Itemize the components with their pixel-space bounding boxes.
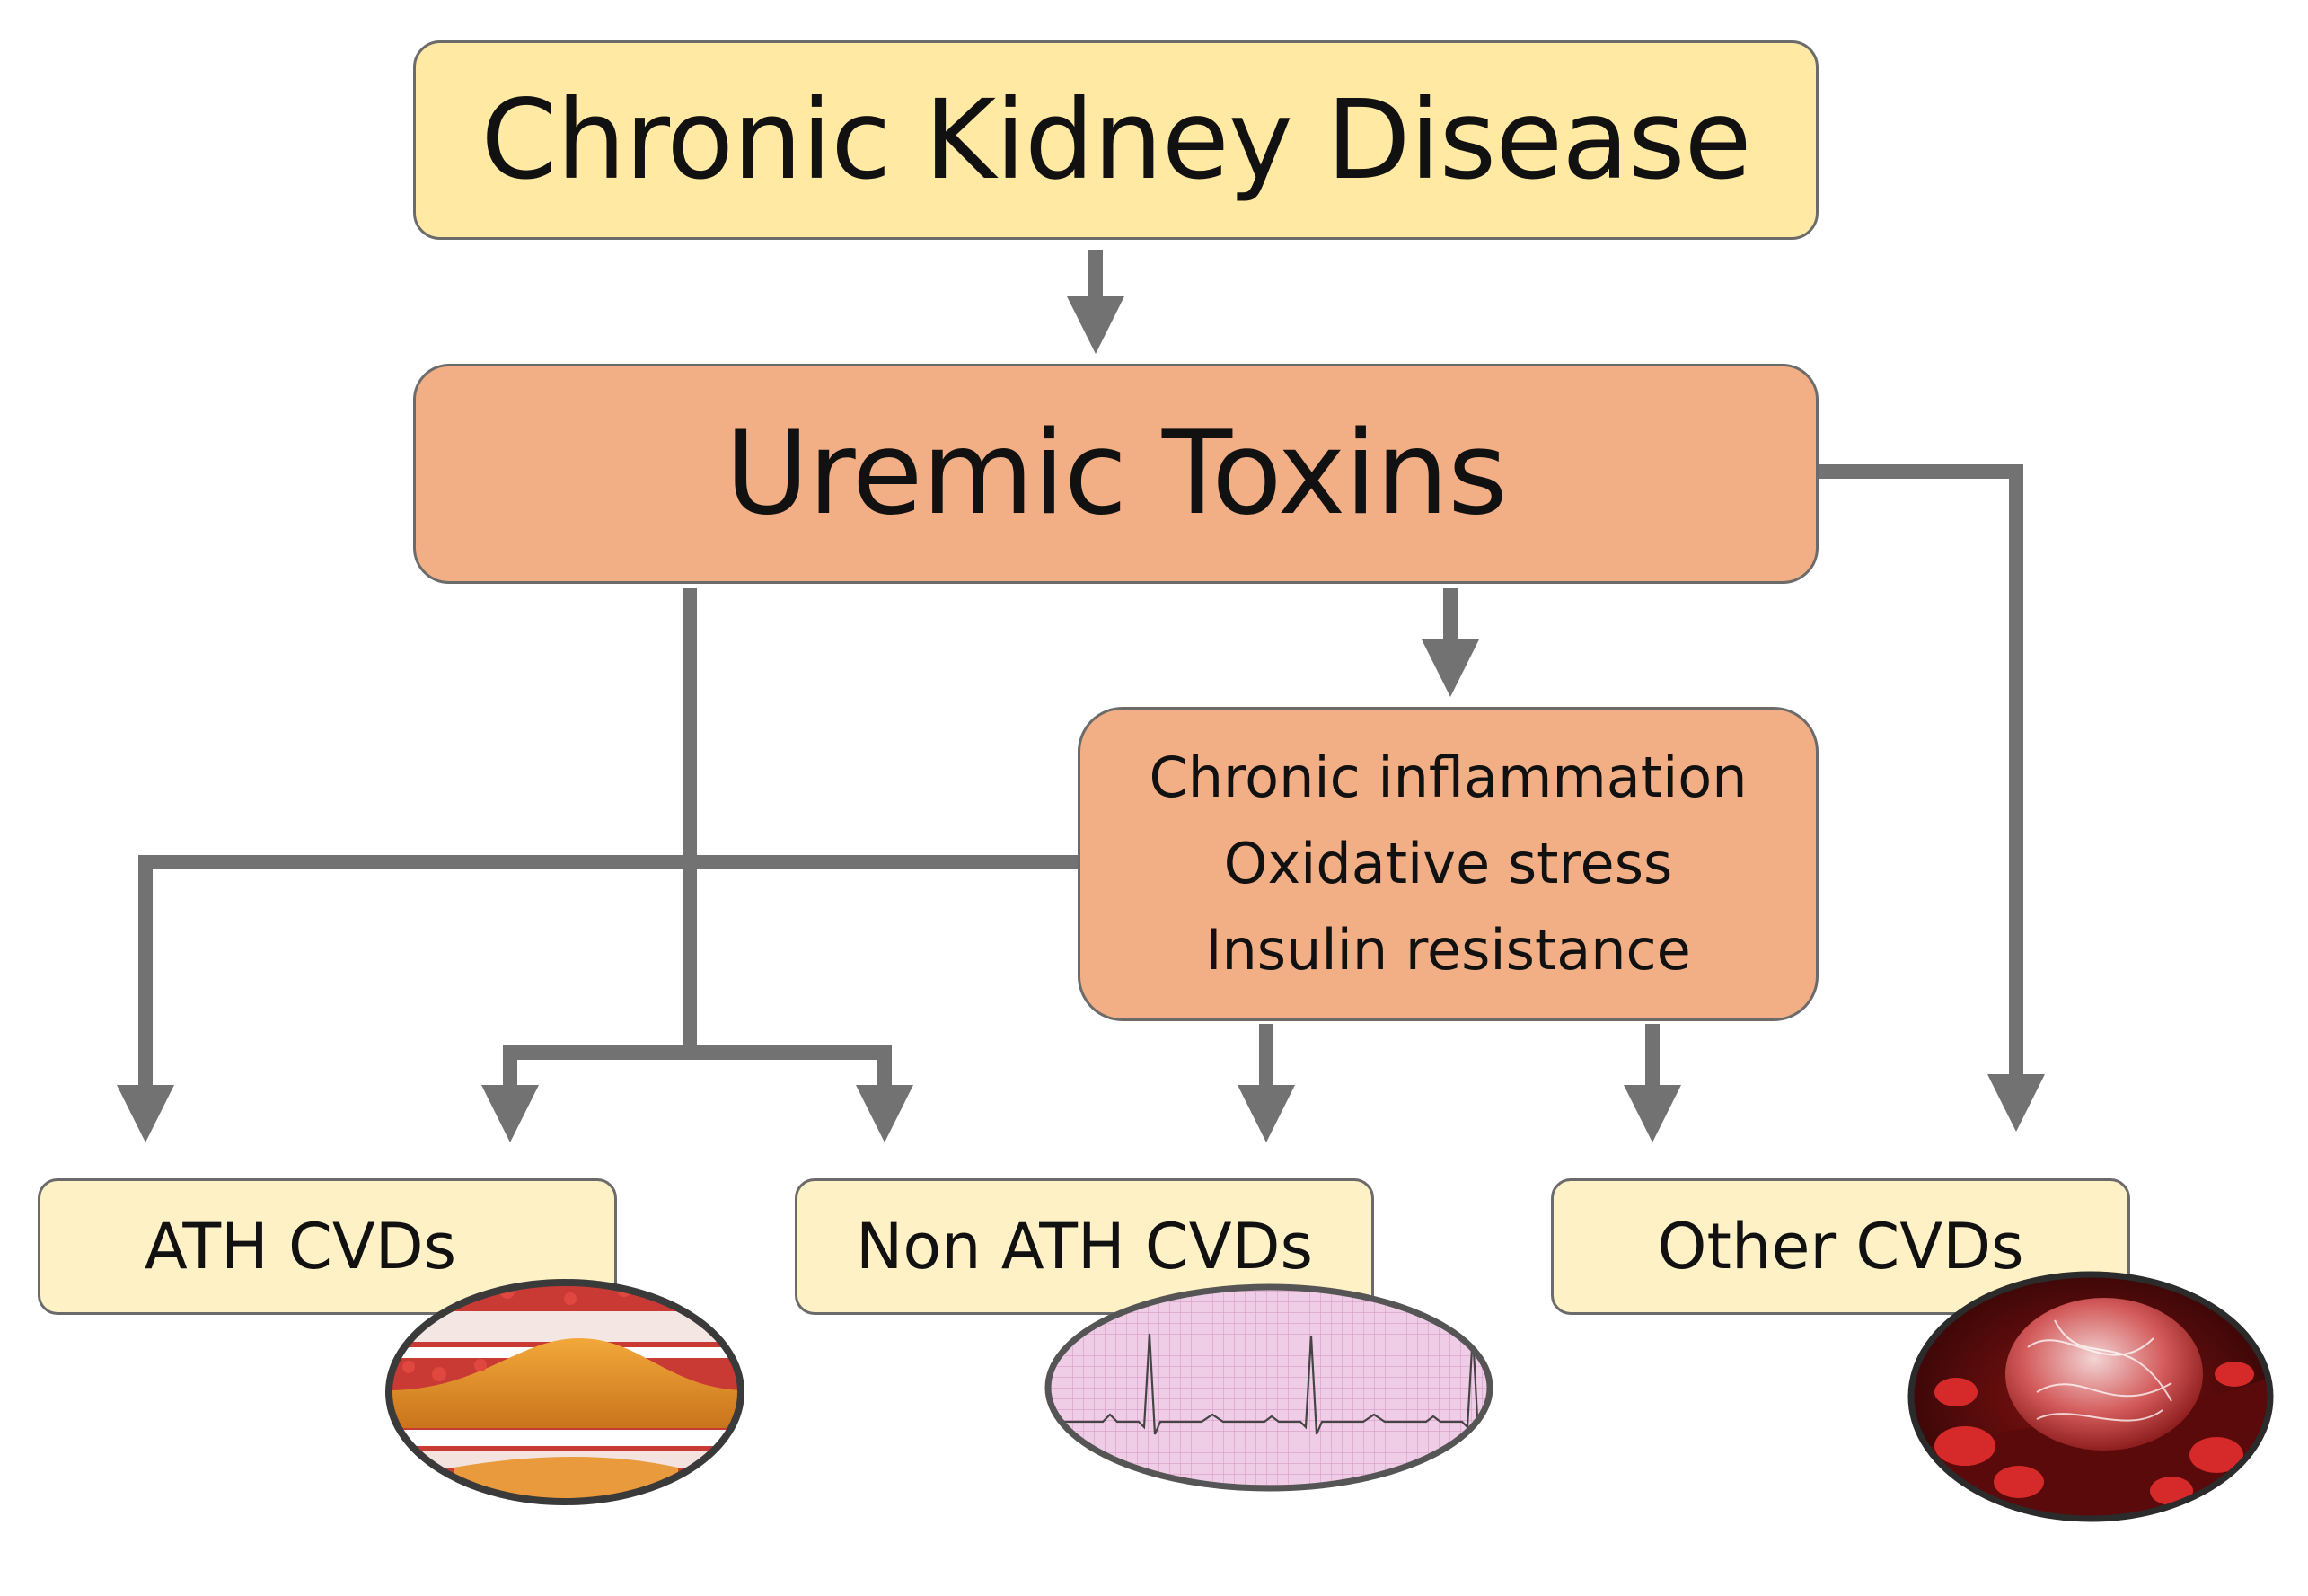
ath-cvds-label: ATH CVDs [144,1210,457,1283]
non-ath-cvds-label: Non ATH CVDs [855,1210,1314,1283]
artery-plaque-icon [385,1279,744,1505]
arrow-mechanisms-to-ath [117,855,1078,1142]
ecg-trace-icon [1044,1283,1493,1492]
non-ath-cvds-box: Non ATH CVDs [795,1178,1374,1315]
arrow-trunk-to-ath [481,1045,690,1142]
mechanism-insulin-resistance: Insulin resistance [1205,917,1691,983]
mechanism-oxidative-stress: Oxidative stress [1223,831,1673,896]
ckd-label: Chronic Kidney Disease [480,76,1751,204]
ckd-box: Chronic Kidney Disease [413,40,1819,240]
arrow-toxins-to-other [1819,464,2045,1132]
toxins-label: Uremic Toxins [725,407,1507,541]
mechanisms-box: Chronic inflammation Oxidative stress In… [1078,707,1819,1021]
arrow-trunk-to-nonath [690,1045,913,1142]
mechanism-inflammation: Chronic inflammation [1149,745,1748,810]
blood-clot-icon [1907,1271,2274,1522]
uremic-toxins-box: Uremic Toxins [413,364,1819,584]
other-cvds-label: Other CVDs [1657,1210,2024,1283]
